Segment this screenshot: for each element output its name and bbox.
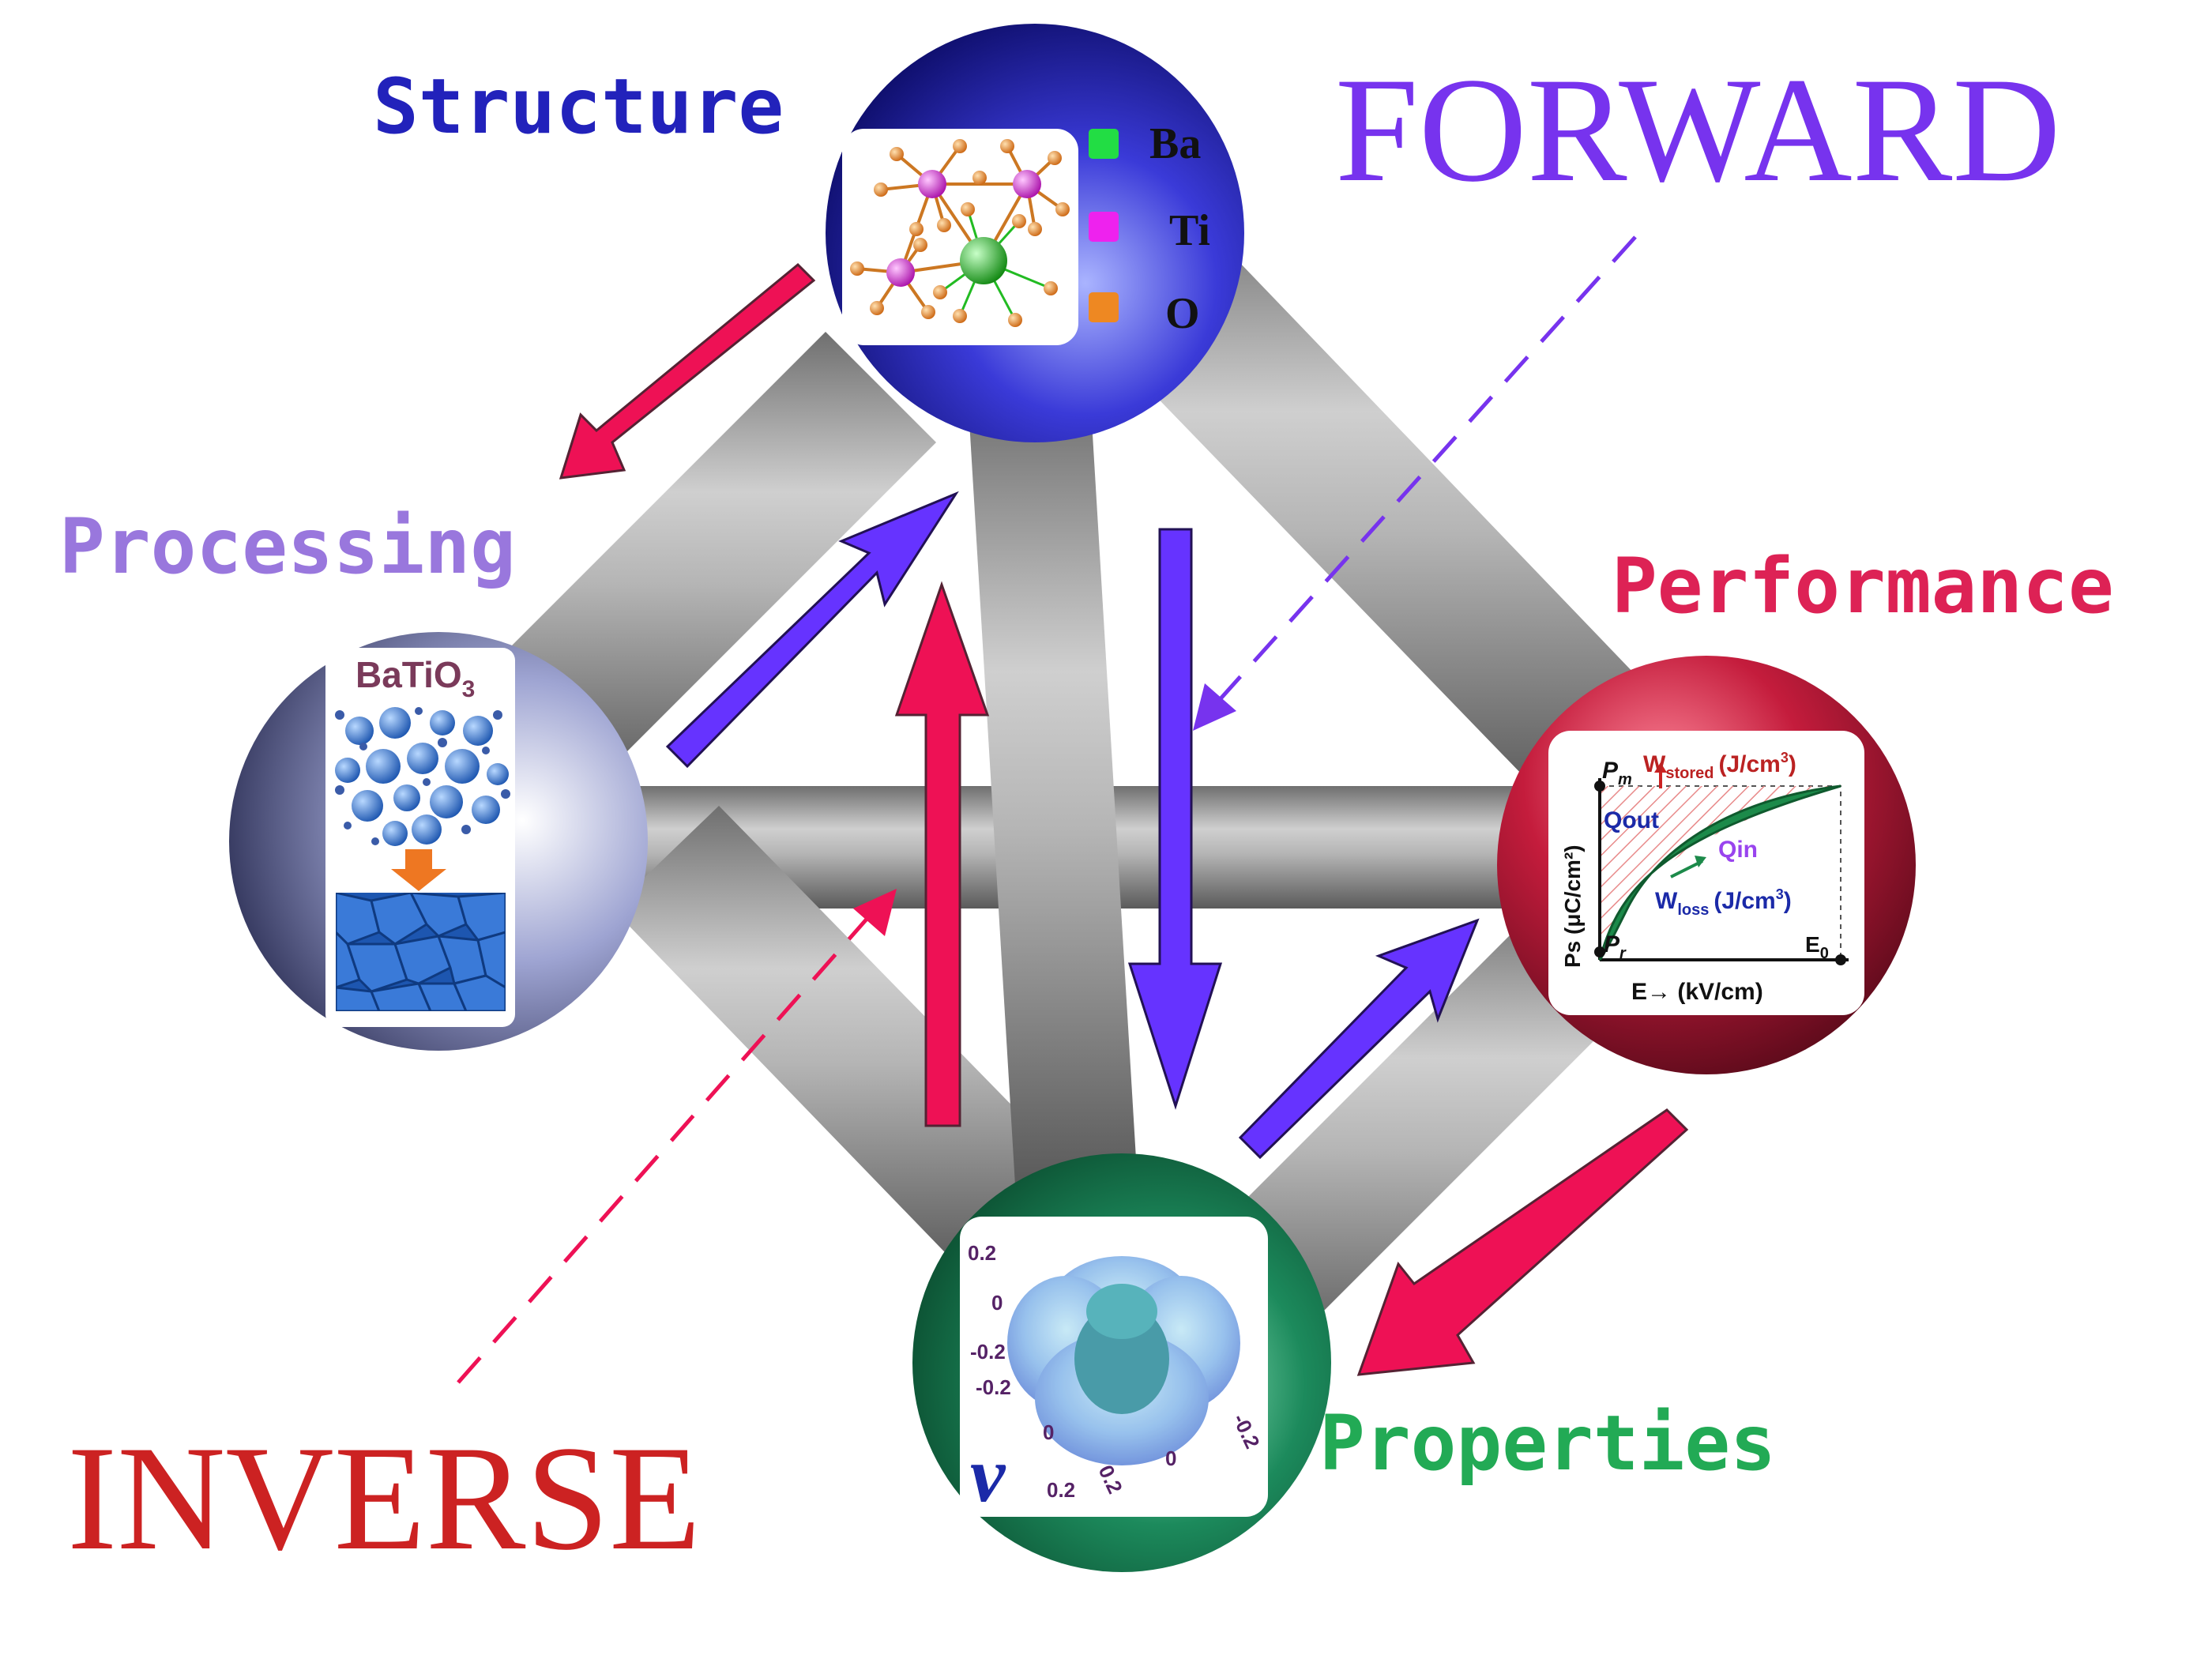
rod-processing-properties xyxy=(612,806,1070,1272)
processing-arrow-icon xyxy=(391,849,446,891)
tick-label: 0.2 xyxy=(968,1241,996,1265)
tick-label: 0 xyxy=(991,1291,1003,1315)
rod-structure-performance xyxy=(1070,201,1655,802)
w-loss-label: Wloss(J/cm3) xyxy=(1655,886,1792,919)
properties-poisson-panel: ν 0.2 0 -0.2 -0.2 0 0.2 0.2 0 -0.2 xyxy=(960,1217,1268,1518)
legend-label-ti: Ti xyxy=(1169,206,1210,255)
blue-arrow-processing-to-structure xyxy=(665,491,959,769)
pm-label: Pm xyxy=(1602,758,1632,788)
legend-label-o: O xyxy=(1165,289,1200,338)
forward-dashed-arrow xyxy=(1193,235,1637,731)
qin-label: Qin xyxy=(1718,837,1758,863)
w-stored-label: Wstored(J/cm3) xyxy=(1643,750,1796,782)
ti-atom xyxy=(1013,170,1041,198)
qout-label: Qout xyxy=(1604,807,1659,833)
tick-label: 0 xyxy=(1165,1446,1176,1470)
blue-arrow-structure-to-properties xyxy=(1127,528,1223,1110)
forward-title: FORWARD xyxy=(1335,47,2061,213)
legend-swatch-ti xyxy=(1089,212,1119,242)
processing-microstructure-panel: BaTiO3 xyxy=(325,648,515,1027)
inverse-title: INVERSE xyxy=(67,1416,701,1582)
y-axis-label: Ps (μC/cm²) xyxy=(1560,845,1585,968)
blue-arrow-properties-to-performance xyxy=(1238,918,1480,1160)
tick-label: 0.2 xyxy=(1047,1478,1075,1502)
poisson-symbol: ν xyxy=(970,1431,1006,1518)
performance-label: Performance xyxy=(1612,542,2114,630)
inverse-dashed-arrow xyxy=(457,889,897,1384)
red-arrow-structure-to-processing xyxy=(559,262,816,480)
rod-structure-processing xyxy=(478,332,936,790)
batio3-formula: BaTiO3 xyxy=(356,654,475,702)
red-arrow-performance-to-properties xyxy=(1356,1108,1689,1376)
tick-label: -0.2 xyxy=(976,1375,1011,1399)
legend-swatch-ba xyxy=(1089,129,1119,159)
processing-label: Processing xyxy=(59,502,516,591)
ti-atom xyxy=(918,170,946,198)
ba-atom xyxy=(960,237,1007,284)
ti-atom xyxy=(886,258,915,287)
red-arrow-properties-to-structure xyxy=(894,581,990,1127)
tick-label: -0.2 xyxy=(970,1340,1006,1364)
structure-label: Structure xyxy=(373,62,784,151)
tick-label: 0 xyxy=(1043,1420,1054,1444)
legend-swatch-o xyxy=(1089,292,1119,322)
structure-legend: Ba Ti O xyxy=(1089,119,1210,338)
rod-structure-properties xyxy=(968,395,1138,1185)
e0-label: E0 xyxy=(1805,932,1829,962)
properties-label: Properties xyxy=(1319,1399,1776,1488)
structure-crystal-panel xyxy=(842,129,1078,345)
pr-label: Pr xyxy=(1604,931,1627,962)
x-axis-label: E→ (kV/cm) xyxy=(1631,979,1763,1005)
legend-label-ba: Ba xyxy=(1149,119,1201,168)
rod-performance-properties xyxy=(1181,897,1643,1359)
performance-hysteresis-panel: Pm Wstored(J/cm3) Qout Qin Wloss(J/cm3) … xyxy=(1548,731,1864,1015)
